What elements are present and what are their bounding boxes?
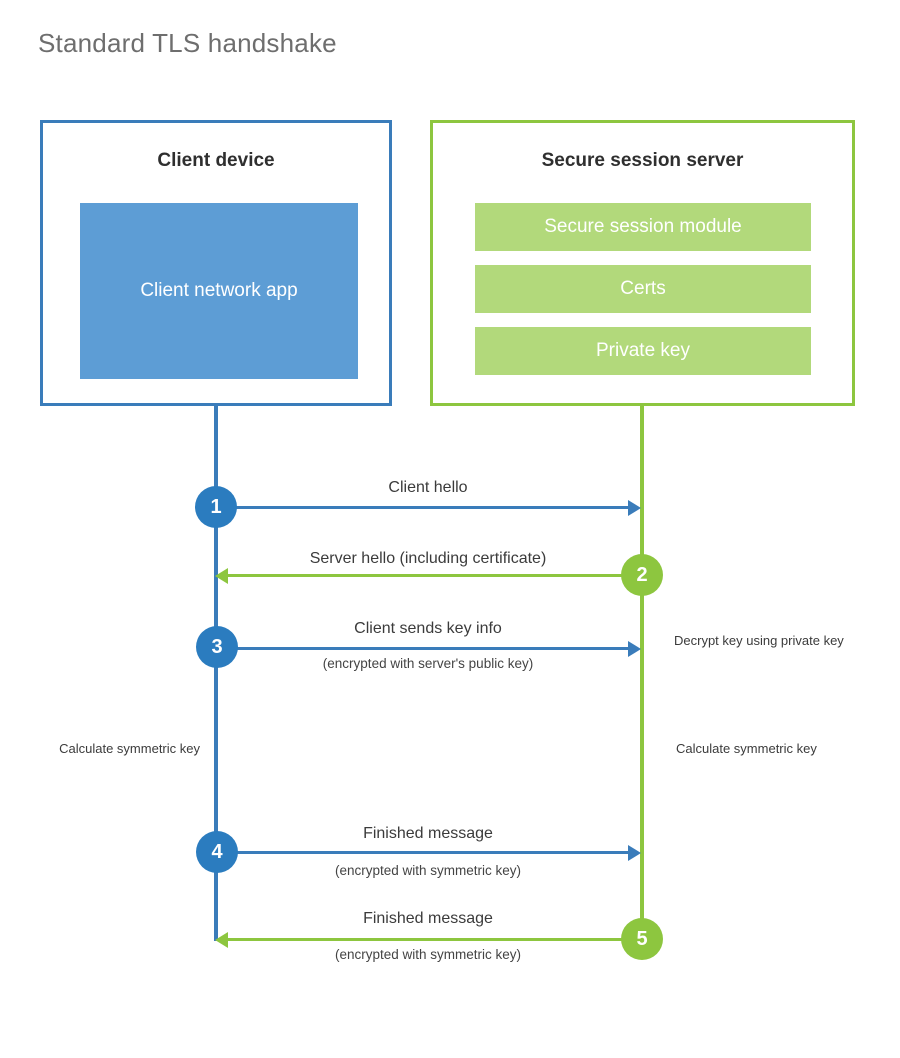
step-5-arrow-head-icon (215, 931, 228, 948)
client-device-box: Client device Client network app (40, 120, 392, 406)
step-3-label: Client sends key info (354, 620, 502, 637)
client-lifeline (214, 406, 218, 941)
step-1-arrow-line (216, 506, 630, 509)
secure-session-server-title: Secure session server (541, 150, 744, 171)
step-4-arrow-line (216, 851, 630, 854)
server-lifeline (640, 406, 644, 941)
step-4-sublabel: (encrypted with symmetric key) (334, 863, 522, 878)
step-4-arrow-head-icon (628, 844, 641, 861)
step-5-arrow-line (228, 938, 642, 941)
step-2-arrow-head-icon (215, 567, 228, 584)
step-1-marker: 1 (195, 486, 237, 528)
client-network-app-block: Client network app (80, 203, 358, 379)
annotation-client-calculate-symmetric-key: Calculate symmetric key (59, 741, 200, 756)
step-2-marker: 2 (621, 554, 663, 596)
step-3-marker: 3 (196, 626, 238, 668)
step-1-arrow-head-icon (628, 499, 641, 516)
step-3-sublabel: (encrypted with server's public key) (322, 656, 534, 671)
step-2-label: Server hello (including certificate) (309, 550, 547, 567)
step-5-marker: 5 (621, 918, 663, 960)
server-block-private-key: Private key (475, 327, 811, 375)
annotation-server-calculate-symmetric-key: Calculate symmetric key (676, 741, 817, 756)
step-1-label: Client hello (388, 479, 468, 496)
page-title: Standard TLS handshake (38, 28, 337, 58)
step-3-arrow-head-icon (628, 640, 641, 657)
step-2-arrow-line (228, 574, 642, 577)
client-device-title: Client device (157, 150, 275, 171)
step-5-label: Finished message (363, 910, 493, 927)
step-4-label: Finished message (363, 825, 493, 842)
step-4-marker: 4 (196, 831, 238, 873)
annotation-server-decrypt: Decrypt key using private key (674, 633, 844, 648)
server-block-secure-session-module: Secure session module (475, 203, 811, 251)
step-5-sublabel: (encrypted with symmetric key) (334, 947, 522, 962)
step-3-arrow-line (216, 647, 630, 650)
server-block-certs: Certs (475, 265, 811, 313)
secure-session-server-box: Secure session server Secure session mod… (430, 120, 855, 406)
